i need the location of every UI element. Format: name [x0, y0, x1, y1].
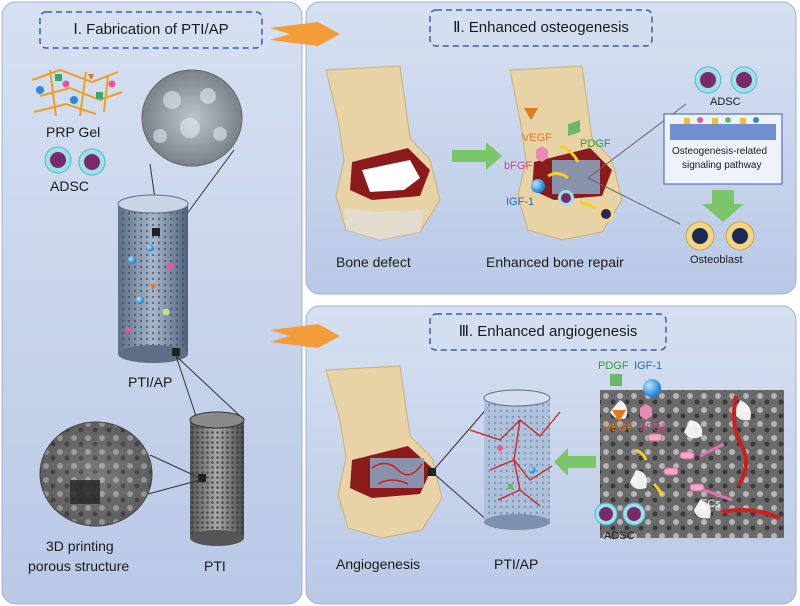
pdgf-icon-panel3 — [610, 374, 622, 386]
panel-2-title-box — [429, 9, 653, 47]
adsc-cells-panel2-icon — [694, 66, 758, 94]
adsc-cells-panel3-icon — [594, 502, 646, 526]
prp-gel-network-icon — [31, 68, 123, 117]
green-arrow-down — [702, 190, 744, 222]
bfgf-icon — [536, 146, 548, 162]
adsc-label: ADSC — [50, 178, 89, 194]
pti-label: PTI — [204, 558, 226, 574]
panel-3-title-box — [429, 313, 667, 351]
pathway-label-line2: signaling pathway — [682, 160, 762, 171]
adsc-label-panel2: ADSC — [710, 96, 741, 108]
bfgf-icon-panel3 — [640, 404, 652, 420]
vegf-label-panel3: VEGF — [604, 422, 634, 434]
angiogenesis-bone-illustration — [325, 365, 443, 539]
green-arrow-osteogenesis — [452, 142, 502, 170]
pdgf-icon — [568, 120, 580, 136]
bfgf-label: bFGF — [504, 160, 533, 172]
osteoblast-label: Osteoblast — [690, 254, 743, 266]
pti-scaffold — [189, 411, 245, 546]
pti-ap-label-panel3: PTI/AP — [494, 556, 539, 572]
printing-label-line1: 3D printing — [46, 538, 114, 554]
igf1-label-panel3: IGF-1 — [634, 360, 663, 372]
bfgf-label-panel3: bFGF — [640, 422, 669, 434]
green-arrow-angiogenesis — [554, 448, 596, 476]
orange-arrow-bottom — [270, 324, 340, 348]
igf1-icon — [531, 179, 545, 193]
panel-1-title: Ⅰ. Fabrication of PTI/AP — [73, 21, 229, 38]
bone-repair-illustration — [509, 65, 623, 241]
osteoblast-cells-icon — [685, 221, 755, 251]
printing-label-line2: porous structure — [28, 558, 130, 574]
panel-3-title: Ⅲ. Enhanced angiogenesis — [458, 323, 638, 340]
igf1-icon-panel3 — [643, 379, 661, 397]
pdgf-label: PDGF — [580, 138, 611, 150]
angiogenesis-label: Angiogenesis — [336, 556, 421, 572]
ecs-label: ECs — [700, 498, 721, 510]
orange-arrow-top — [270, 22, 340, 46]
pdgf-label-panel3: PDGF — [598, 360, 629, 372]
pathway-label-line1: Osteogenesis-related — [672, 146, 768, 157]
pti-ap-vascularized-scaffold — [469, 389, 561, 530]
pti-ap-scaffold — [117, 194, 189, 363]
adsc-cells-icon — [44, 146, 106, 176]
gel-microstructure-image — [141, 69, 243, 167]
prp-gel-label: PRP Gel — [46, 124, 101, 140]
vegf-label: VEGF — [522, 132, 552, 144]
bone-defect-illustration — [325, 65, 441, 241]
vegf-icon — [524, 108, 538, 120]
vegf-icon-panel3 — [612, 410, 626, 422]
panel-1-title-box — [39, 11, 263, 49]
bone-defect-label: Bone defect — [336, 254, 411, 270]
bone-repair-label: Enhanced bone repair — [486, 254, 624, 270]
pti-ap-label: PTI/AP — [128, 374, 173, 390]
panel-2-title: Ⅱ. Enhanced osteogenesis — [453, 19, 629, 36]
adsc-label-panel3: ADSC — [604, 530, 635, 542]
igf1-label: IGF-1 — [506, 196, 535, 208]
